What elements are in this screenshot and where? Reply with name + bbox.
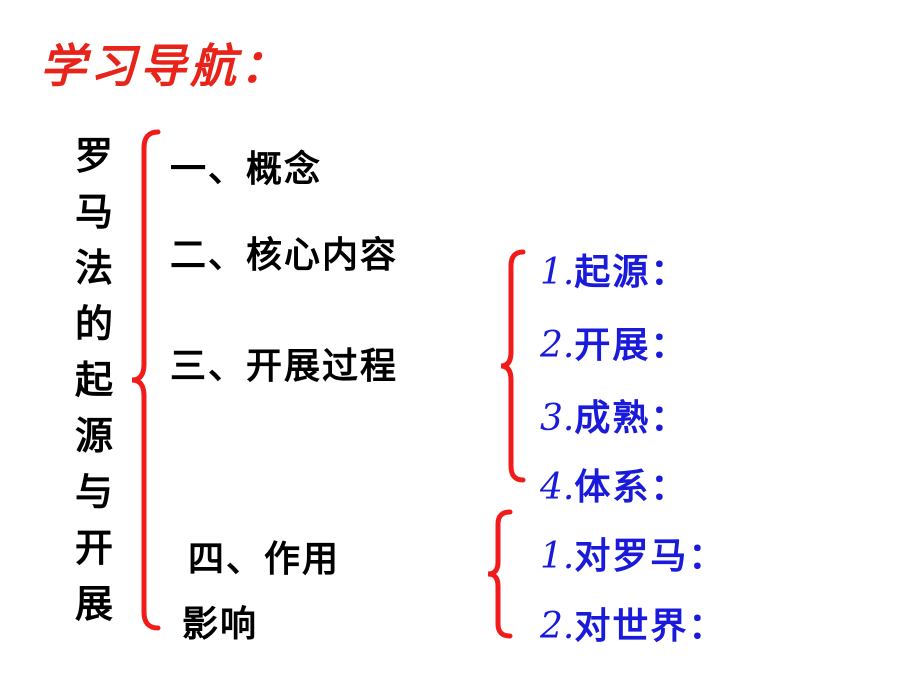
vertical-char: 源 [74, 413, 113, 458]
outline-item-role: 四、作用 [188, 539, 341, 580]
vertical-char: 马 [74, 189, 113, 234]
step-label: 对罗马： [574, 536, 727, 577]
step-number: 1. [540, 536, 575, 577]
process-step-maturity: 3.成熟： [540, 389, 688, 441]
main-brace [131, 129, 161, 631]
process-brace [500, 249, 526, 483]
vertical-char: 开 [74, 525, 113, 570]
impact-brace [487, 509, 513, 639]
process-step-system: 4.体系： [540, 458, 688, 510]
outline-item-concept: 一、概念 [170, 149, 323, 190]
outline-item-impact: 影响 [182, 604, 259, 645]
outline-item-core-content: 二、核心内容 [170, 235, 399, 276]
impact-step-world: 2.对世界： [540, 597, 726, 649]
page-title: 学习导航： [40, 39, 290, 93]
step-number: 4. [540, 467, 575, 508]
step-label: 对世界： [574, 606, 727, 647]
vertical-char: 法 [74, 245, 113, 290]
step-number: 2. [540, 325, 575, 366]
process-step-development: 2.开展： [540, 316, 688, 368]
step-number: 1. [540, 252, 575, 293]
step-label: 体系： [574, 467, 689, 508]
process-step-origin: 1.起源： [540, 243, 688, 295]
vertical-char: 展 [74, 581, 113, 626]
impact-step-rome: 1.对罗马： [540, 527, 726, 579]
outline-item-process: 三、开展过程 [170, 346, 399, 387]
vertical-char: 与 [74, 469, 113, 514]
step-number: 3. [540, 398, 575, 439]
vertical-char: 起 [74, 357, 113, 402]
step-number: 2. [540, 606, 575, 647]
vertical-char: 的 [74, 301, 113, 346]
step-label: 成熟： [574, 398, 689, 439]
step-label: 起源： [574, 252, 689, 293]
vertical-char: 罗 [74, 133, 113, 178]
vertical-topic-title: 罗 马 法 的 起 源 与 开 展 [70, 128, 118, 632]
step-label: 开展： [574, 325, 689, 366]
